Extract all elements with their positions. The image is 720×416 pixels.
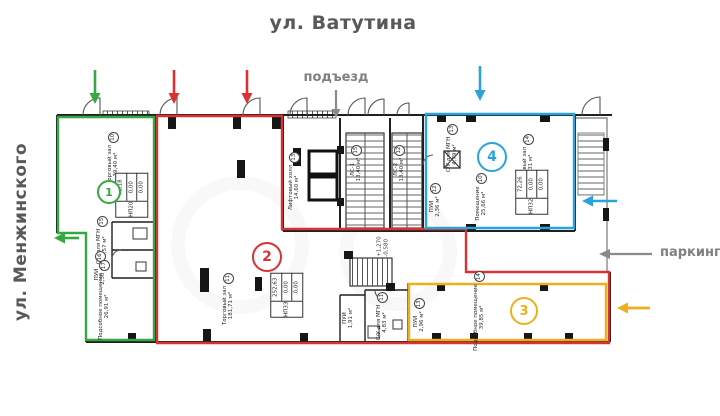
- unit-badge-2: 2: [252, 242, 282, 272]
- unit-4-side-arrow-icon: [582, 195, 617, 207]
- parking-arrow-icon: [599, 249, 652, 259]
- unit-4-outline: [424, 112, 576, 230]
- unit-1-outline: [56, 115, 156, 342]
- parking-label: паркинг: [660, 245, 720, 260]
- unit-badge-1: 1: [97, 180, 121, 204]
- unit-3-arrow-icon: [617, 302, 650, 314]
- unit-1-side-arrow-icon: [54, 232, 79, 244]
- unit-badge-4: 4: [477, 142, 507, 172]
- entrance-label: подъезд: [303, 70, 369, 85]
- unit-1-arrow-icon: [89, 70, 101, 104]
- unit-3-outline: [407, 282, 608, 342]
- street-name-left: ул. Менжинского: [11, 142, 31, 322]
- unit-badge-3: 3: [510, 297, 538, 325]
- unit-outlines: [56, 112, 611, 345]
- elevation-marks: +1,270-0,580: [376, 236, 390, 257]
- street-name-top: ул. Ватутина: [269, 12, 417, 34]
- entrance-arrow-icon: [331, 90, 341, 118]
- unit-2-outline: [155, 114, 611, 345]
- unit-2-arrow-icon: [168, 70, 253, 104]
- unit-4-arrow-icon: [474, 66, 486, 101]
- lift-shafts: [307, 149, 339, 202]
- fixtures: [132, 150, 461, 339]
